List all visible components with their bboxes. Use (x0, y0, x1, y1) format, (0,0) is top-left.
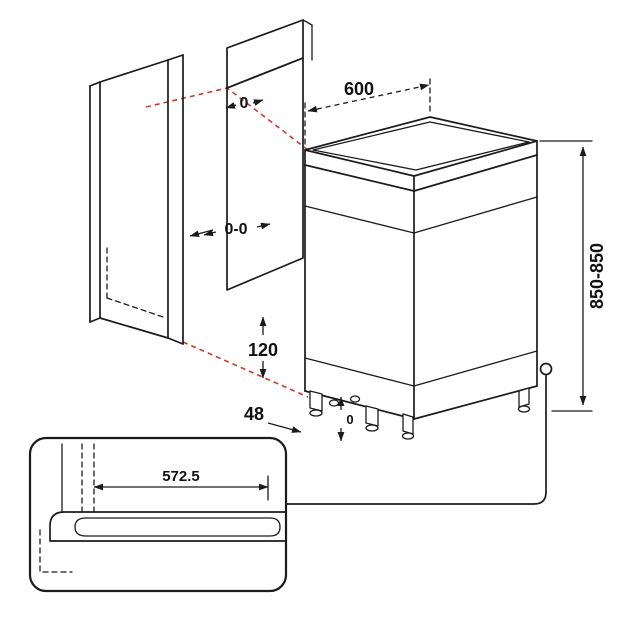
dimension-height: 850-850 (539, 140, 607, 412)
dimension-feet-adjust: 0 (337, 396, 354, 442)
dim-label-foot-height: 48 (244, 404, 264, 424)
foot-pad (401, 432, 415, 440)
plinth-line (304, 357, 415, 387)
foot-pad (365, 424, 379, 432)
adjuster-pad (328, 399, 340, 407)
dimension-plinth-height: 120 (248, 316, 278, 379)
dim-label-width: 600 (344, 79, 374, 99)
detail-reference-circle (539, 362, 553, 376)
dim-label-plinth-height: 120 (248, 340, 278, 360)
dimension-foot-height: 48 (244, 404, 302, 433)
detail-inset: 572.5 (28, 436, 288, 593)
side-panel (226, 19, 313, 291)
detail-connector-line (286, 374, 547, 505)
cabinet-hidden-edge (106, 297, 167, 319)
dim-label-feet-adjust: 0 (346, 412, 353, 427)
foot-pad (517, 405, 531, 413)
foot (365, 405, 379, 427)
foot (402, 413, 414, 435)
dim-label-side-gap: 0-0 (224, 221, 247, 238)
cabinet-drawing (89, 54, 214, 345)
dishwasher-top-face (304, 116, 538, 177)
dim-label-height: 850-850 (587, 243, 607, 309)
dimension-side-gap: 0-0 (203, 221, 271, 238)
plinth-channel (74, 517, 281, 537)
side-panel-shaded (226, 57, 304, 291)
dim-label-top-gap: 0 (240, 95, 249, 112)
control-panel-line (413, 196, 538, 234)
detail-connector (286, 362, 553, 505)
foot (309, 390, 323, 412)
adjuster-pad (349, 395, 361, 403)
alignment-line-bottom (182, 341, 309, 398)
dishwasher-drawing (304, 116, 538, 440)
dimension-width: 600 (304, 74, 431, 145)
dishwasher-top-inner (312, 121, 530, 171)
foot-pad (309, 409, 323, 417)
plinth-profile (49, 511, 287, 542)
foot (518, 387, 530, 408)
hidden-edge (39, 529, 73, 573)
dim-label-detail-width: 572.5 (162, 468, 200, 485)
plinth-line (413, 350, 538, 387)
dimension-top-gap: 0 (225, 95, 264, 112)
detail-inset-frame (28, 436, 288, 593)
side-panel-upper (226, 19, 304, 89)
control-panel-line (304, 205, 415, 234)
